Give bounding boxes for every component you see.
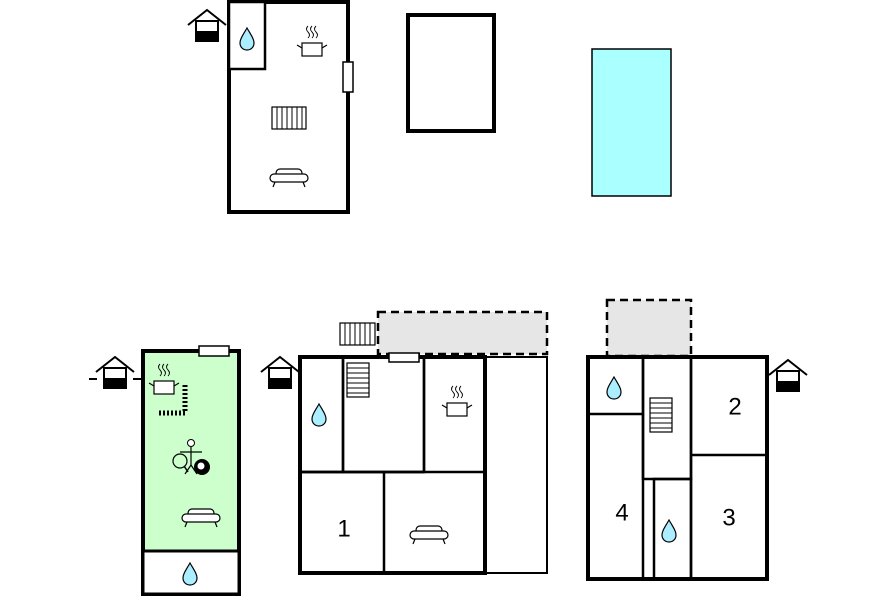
building-lower-middle-outline <box>298 355 487 575</box>
house-entrance-icon <box>768 359 808 392</box>
table-tennis-icon <box>172 439 202 475</box>
building-lower-right: 2 3 4 <box>586 298 769 581</box>
staircase-icon <box>339 322 376 346</box>
radiator-icon <box>271 106 307 130</box>
annex-lower-middle <box>484 356 548 574</box>
terrace-lower-right <box>605 298 693 358</box>
terrace-lower-middle <box>376 310 549 356</box>
window-icon <box>388 352 420 363</box>
building-upper-left <box>227 0 354 214</box>
room-label-2: 2 <box>728 393 741 420</box>
room-label-1: 1 <box>337 515 350 542</box>
room-label-4: 4 <box>615 499 628 526</box>
window-icon <box>198 345 230 357</box>
staircase-icon <box>649 397 673 433</box>
billiard-ball-icon <box>194 459 210 475</box>
house-entrance-icon <box>260 356 300 389</box>
house-entrance-icon <box>187 9 227 42</box>
building-lower-left <box>141 345 241 596</box>
room-label-3: 3 <box>722 504 735 531</box>
building-lower-middle: 1 <box>298 310 549 575</box>
annex-upper-middle <box>406 13 496 133</box>
swimming-pool <box>591 48 672 197</box>
staircase-icon <box>346 362 370 398</box>
bathroom-lower-right-bottom <box>652 477 693 581</box>
house-entrance-icon <box>89 356 141 389</box>
kitchen-counter-icon <box>159 385 188 416</box>
window-icon <box>342 61 354 93</box>
